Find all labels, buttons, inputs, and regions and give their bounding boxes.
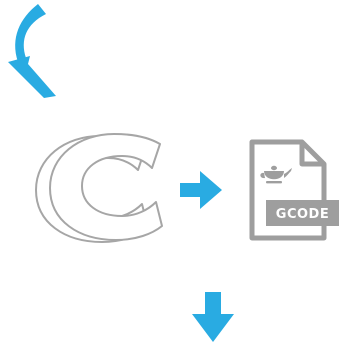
gcode-label: GCODE [276,207,329,222]
arrow-down-icon [192,292,234,342]
curved-rotate-arrow-icon [8,4,56,98]
3d-letter-c-model-icon [35,133,163,243]
gcode-file-icon: GCODE [249,139,339,241]
arrow-right-icon [180,171,222,209]
teapot-icon [260,165,292,184]
gcode-badge [266,200,339,226]
